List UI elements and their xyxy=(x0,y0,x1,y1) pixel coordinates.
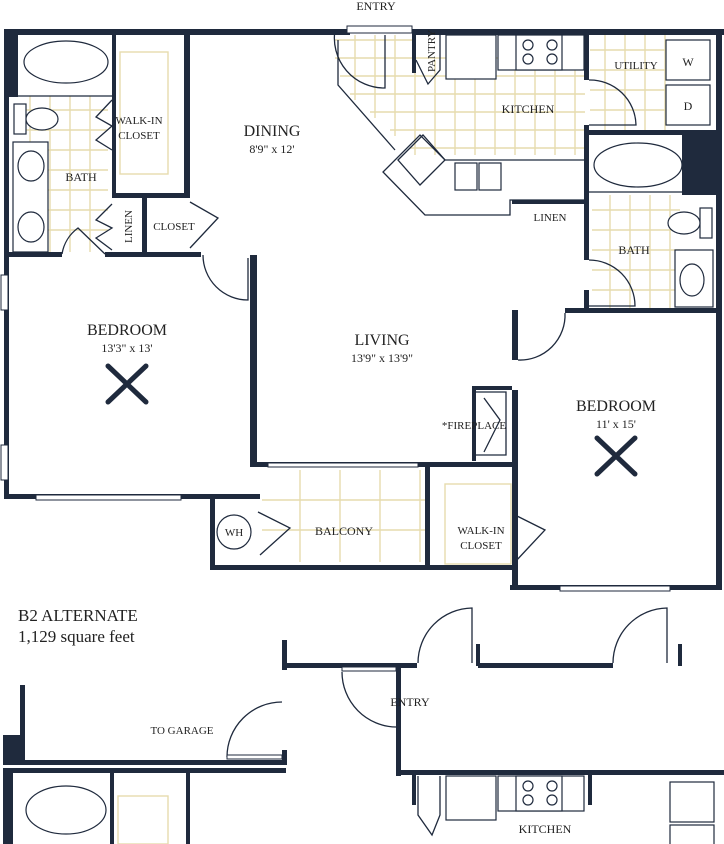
label-dining-dim: 8'9" x 12' xyxy=(249,142,294,156)
label-bedroom-left-dim: 13'3" x 13' xyxy=(101,341,152,355)
label-walkin-left-2: CLOSET xyxy=(118,130,160,142)
label-bath-left: BATH xyxy=(65,170,97,184)
label-to-garage: TO GARAGE xyxy=(150,725,213,737)
label-washer: W xyxy=(682,55,694,69)
label-utility: UTILITY xyxy=(614,60,657,72)
label-closet: CLOSET xyxy=(153,221,195,233)
label-bath-right: BATH xyxy=(618,243,650,257)
label-walkin-right-2: CLOSET xyxy=(460,540,502,552)
label-fireplace: *FIREPLACE xyxy=(442,420,506,432)
fixtures xyxy=(12,29,714,563)
label-walkin-right-1: WALK-IN xyxy=(457,525,504,537)
label-dryer: D xyxy=(684,99,693,113)
alternate-title: B2 ALTERNATE xyxy=(18,606,138,625)
label-linen-right: LINEN xyxy=(534,212,567,224)
walls xyxy=(4,29,724,590)
label-bedroom-right-dim: 11' x 15' xyxy=(596,417,636,431)
alternate-area: 1,129 square feet xyxy=(18,627,135,646)
label-dining: DINING xyxy=(244,123,301,140)
label-linen-left: LINEN xyxy=(123,210,135,243)
label-walkin-left-1: WALK-IN xyxy=(115,115,162,127)
windows xyxy=(0,25,671,592)
label-living: LIVING xyxy=(354,332,410,349)
label-balcony: BALCONY xyxy=(315,524,373,538)
label-alt-entry: ENTRY xyxy=(390,695,430,709)
label-alt-kitchen: KITCHEN xyxy=(519,822,572,836)
label-bedroom-left: BEDROOM xyxy=(87,322,167,339)
label-living-dim: 13'9" x 13'9" xyxy=(351,351,413,365)
label-kitchen: KITCHEN xyxy=(502,102,555,116)
alternate-plan: B2 ALTERNATE 1,129 square feet xyxy=(3,606,724,844)
room-labels: ENTRY DINING 8'9" x 12' KITCHEN PANTRY U… xyxy=(65,0,694,552)
tile-floors xyxy=(14,35,682,565)
label-bedroom-right: BEDROOM xyxy=(576,398,656,415)
label-entry: ENTRY xyxy=(356,0,396,13)
label-water-heater: WH xyxy=(225,527,243,539)
label-pantry: PANTRY xyxy=(426,30,438,72)
